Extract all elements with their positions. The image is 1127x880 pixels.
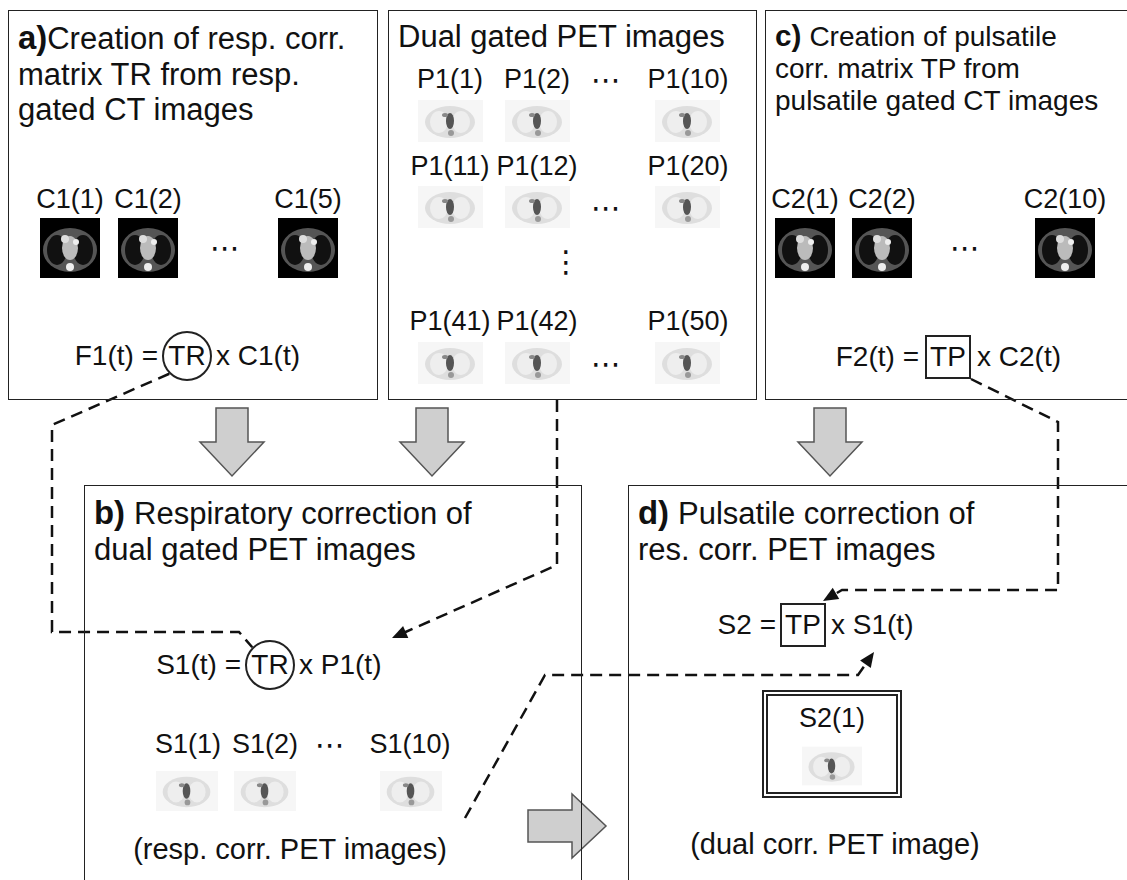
image-label: P1(12): [496, 151, 577, 182]
matrix-symbol: TP: [785, 610, 821, 641]
panel-title: Dual gated PET images: [398, 19, 725, 54]
image-label: C2(1): [771, 184, 839, 215]
ellipsis-mark: ⋮: [551, 245, 581, 280]
matrix-square: TP: [925, 335, 971, 379]
image-label: P1(11): [410, 151, 489, 182]
block-arrow: [528, 794, 606, 858]
result-box: S2(1): [762, 690, 902, 798]
image-label: P1(1): [417, 64, 483, 95]
panel-heading: c)Creation of pulsatile corr. matrix TP …: [775, 19, 1109, 118]
caption-note: (resp. corr. PET images): [133, 833, 447, 866]
image-label: S1(2): [232, 729, 298, 760]
dashed-connector: [823, 379, 1058, 601]
block-arrow: [400, 408, 464, 476]
ellipsis-mark: ⋯: [210, 231, 240, 266]
image-label: S1(t) =: [156, 649, 241, 681]
ct-image: [1035, 218, 1095, 278]
matrix-symbol: TR: [251, 650, 288, 681]
image-label: C1(2): [114, 184, 182, 215]
pet-image: [418, 186, 483, 228]
panel-box: d)Pulsatile correction of res. corr. PET…: [628, 485, 1127, 880]
ellipsis-mark: ⋯: [315, 728, 345, 763]
block-arrow-shape: [200, 408, 264, 476]
image-label: x S1(t): [831, 609, 913, 641]
panel-title: Respiratory correction of dual gated PET…: [94, 496, 472, 567]
arrow-head: [860, 652, 874, 668]
image-label: P1(50): [647, 306, 728, 337]
pet-image: [655, 186, 720, 228]
ct-image: [278, 218, 338, 278]
result-label: S2(1): [799, 703, 865, 733]
block-arrow-shape: [528, 794, 606, 858]
ellipsis-mark: ⋯: [591, 347, 621, 382]
pet-image: [505, 100, 570, 142]
arrow-head: [823, 588, 839, 601]
pet-image: [380, 771, 442, 811]
panel-box: b)Respiratory correction of dual gated P…: [84, 485, 582, 880]
ct-image: [852, 218, 912, 278]
image-label: C2(10): [1024, 184, 1107, 215]
pet-image: [505, 186, 570, 228]
image-label: x P1(t): [299, 649, 381, 681]
ellipsis-mark: ⋯: [591, 191, 621, 226]
panel-heading: a)Creation of resp. corr. matrix TR from…: [18, 19, 373, 128]
ct-image: [118, 218, 178, 278]
caption-note: (dual corr. PET image): [690, 828, 980, 861]
block-arrow: [798, 408, 862, 476]
image-label: P1(41): [409, 306, 490, 337]
image-label: P1(20): [647, 151, 728, 182]
matrix-symbol: TR: [168, 341, 205, 372]
matrix-square: TP: [780, 603, 826, 647]
image-label: S1(1): [155, 729, 221, 760]
block-arrow: [200, 408, 264, 476]
panel-heading: d)Pulsatile correction of res. corr. PET…: [638, 494, 1020, 567]
pet-image: [655, 342, 720, 384]
pet-image: [418, 100, 483, 142]
block-arrow-shape: [400, 408, 464, 476]
panel-heading: b)Respiratory correction of dual gated P…: [94, 494, 504, 567]
image-label: P1(10): [647, 64, 728, 95]
ct-image: [775, 218, 835, 278]
matrix-circle: TR: [245, 640, 295, 690]
pet-image: [234, 771, 296, 811]
image-label: F1(t) =: [75, 340, 158, 372]
pet-image: [505, 342, 570, 384]
panel-letter: d): [638, 494, 669, 531]
pet-image: [802, 747, 862, 786]
panel-title: Creation of resp. corr. matrix TR from r…: [18, 21, 345, 127]
pet-image: [655, 100, 720, 142]
pet-image: [156, 771, 218, 811]
panel-letter: c): [775, 19, 801, 52]
panel-title: Creation of pulsatile corr. matrix TP fr…: [775, 21, 1098, 116]
image-label: C1(1): [36, 184, 104, 215]
panel-title: Pulsatile correction of res. corr. PET i…: [638, 496, 974, 567]
image-label: x C2(t): [977, 341, 1061, 373]
ct-image: [40, 218, 100, 278]
image-label: S1(10): [369, 729, 450, 760]
image-label: F2(t) =: [836, 341, 919, 373]
panel-heading: Dual gated PET images: [398, 19, 750, 55]
panel-letter: a): [18, 19, 47, 56]
panel-letter: b): [94, 494, 125, 531]
image-label: C2(2): [848, 184, 916, 215]
block-arrow-shape: [798, 408, 862, 476]
matrix-circle: TR: [162, 331, 212, 381]
matrix-symbol: TP: [930, 342, 966, 373]
image-label: C1(5): [274, 184, 342, 215]
pet-image: [418, 342, 483, 384]
ellipsis-mark: ⋯: [950, 231, 980, 266]
image-label: P1(2): [504, 64, 570, 95]
image-label: P1(42): [496, 306, 577, 337]
arrow-head: [392, 626, 408, 638]
image-label: S2 =: [718, 609, 776, 641]
ellipsis-mark: ⋯: [591, 63, 621, 98]
image-label: x C1(t): [216, 340, 300, 372]
